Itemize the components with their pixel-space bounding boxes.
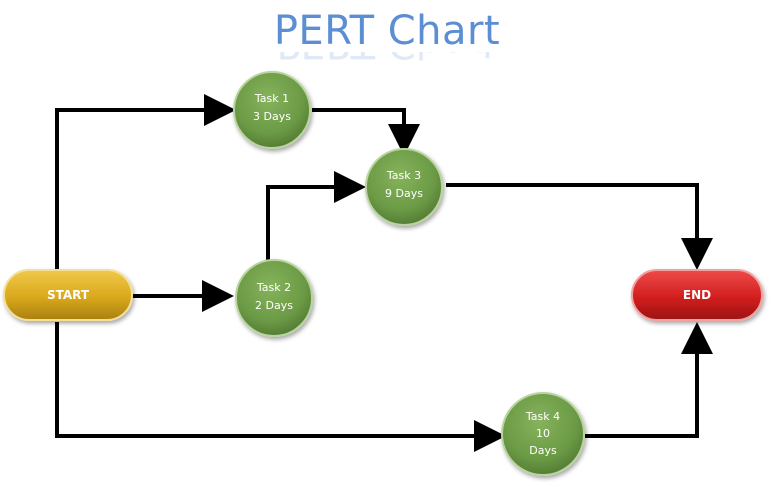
- connector-start-task4: [55, 322, 506, 452]
- start-label: START: [47, 288, 90, 302]
- task-node-4[interactable]: Task 4 10 Days: [501, 392, 585, 476]
- task-2-duration: 2 Days: [255, 299, 293, 312]
- connector-task3-end: [446, 183, 713, 270]
- end-label: END: [683, 288, 711, 302]
- task-3-duration: 9 Days: [385, 187, 423, 200]
- page-title: PERT Chart: [273, 8, 501, 54]
- task-2-name: Task 2: [256, 281, 291, 294]
- connector-task1-task3: [312, 108, 420, 156]
- task-4-name: Task 4: [525, 410, 560, 423]
- end-node[interactable]: END: [631, 269, 763, 321]
- task-node-1[interactable]: Task 1 3 Days: [233, 71, 311, 149]
- connector-start-task1: [55, 94, 236, 270]
- connectors: [55, 94, 713, 452]
- start-node[interactable]: START: [3, 269, 133, 321]
- connector-task2-task3: [266, 171, 366, 266]
- task-1-duration: 3 Days: [253, 110, 291, 123]
- task-node-3[interactable]: Task 3 9 Days: [365, 148, 443, 226]
- task-4-duration: 10: [536, 427, 550, 440]
- task-3-name: Task 3: [386, 169, 421, 182]
- task-1-name: Task 1: [254, 92, 289, 105]
- task-4-duration-unit: Days: [529, 444, 557, 457]
- task-node-2[interactable]: Task 2 2 Days: [235, 259, 313, 337]
- connector-task4-end: [585, 322, 713, 438]
